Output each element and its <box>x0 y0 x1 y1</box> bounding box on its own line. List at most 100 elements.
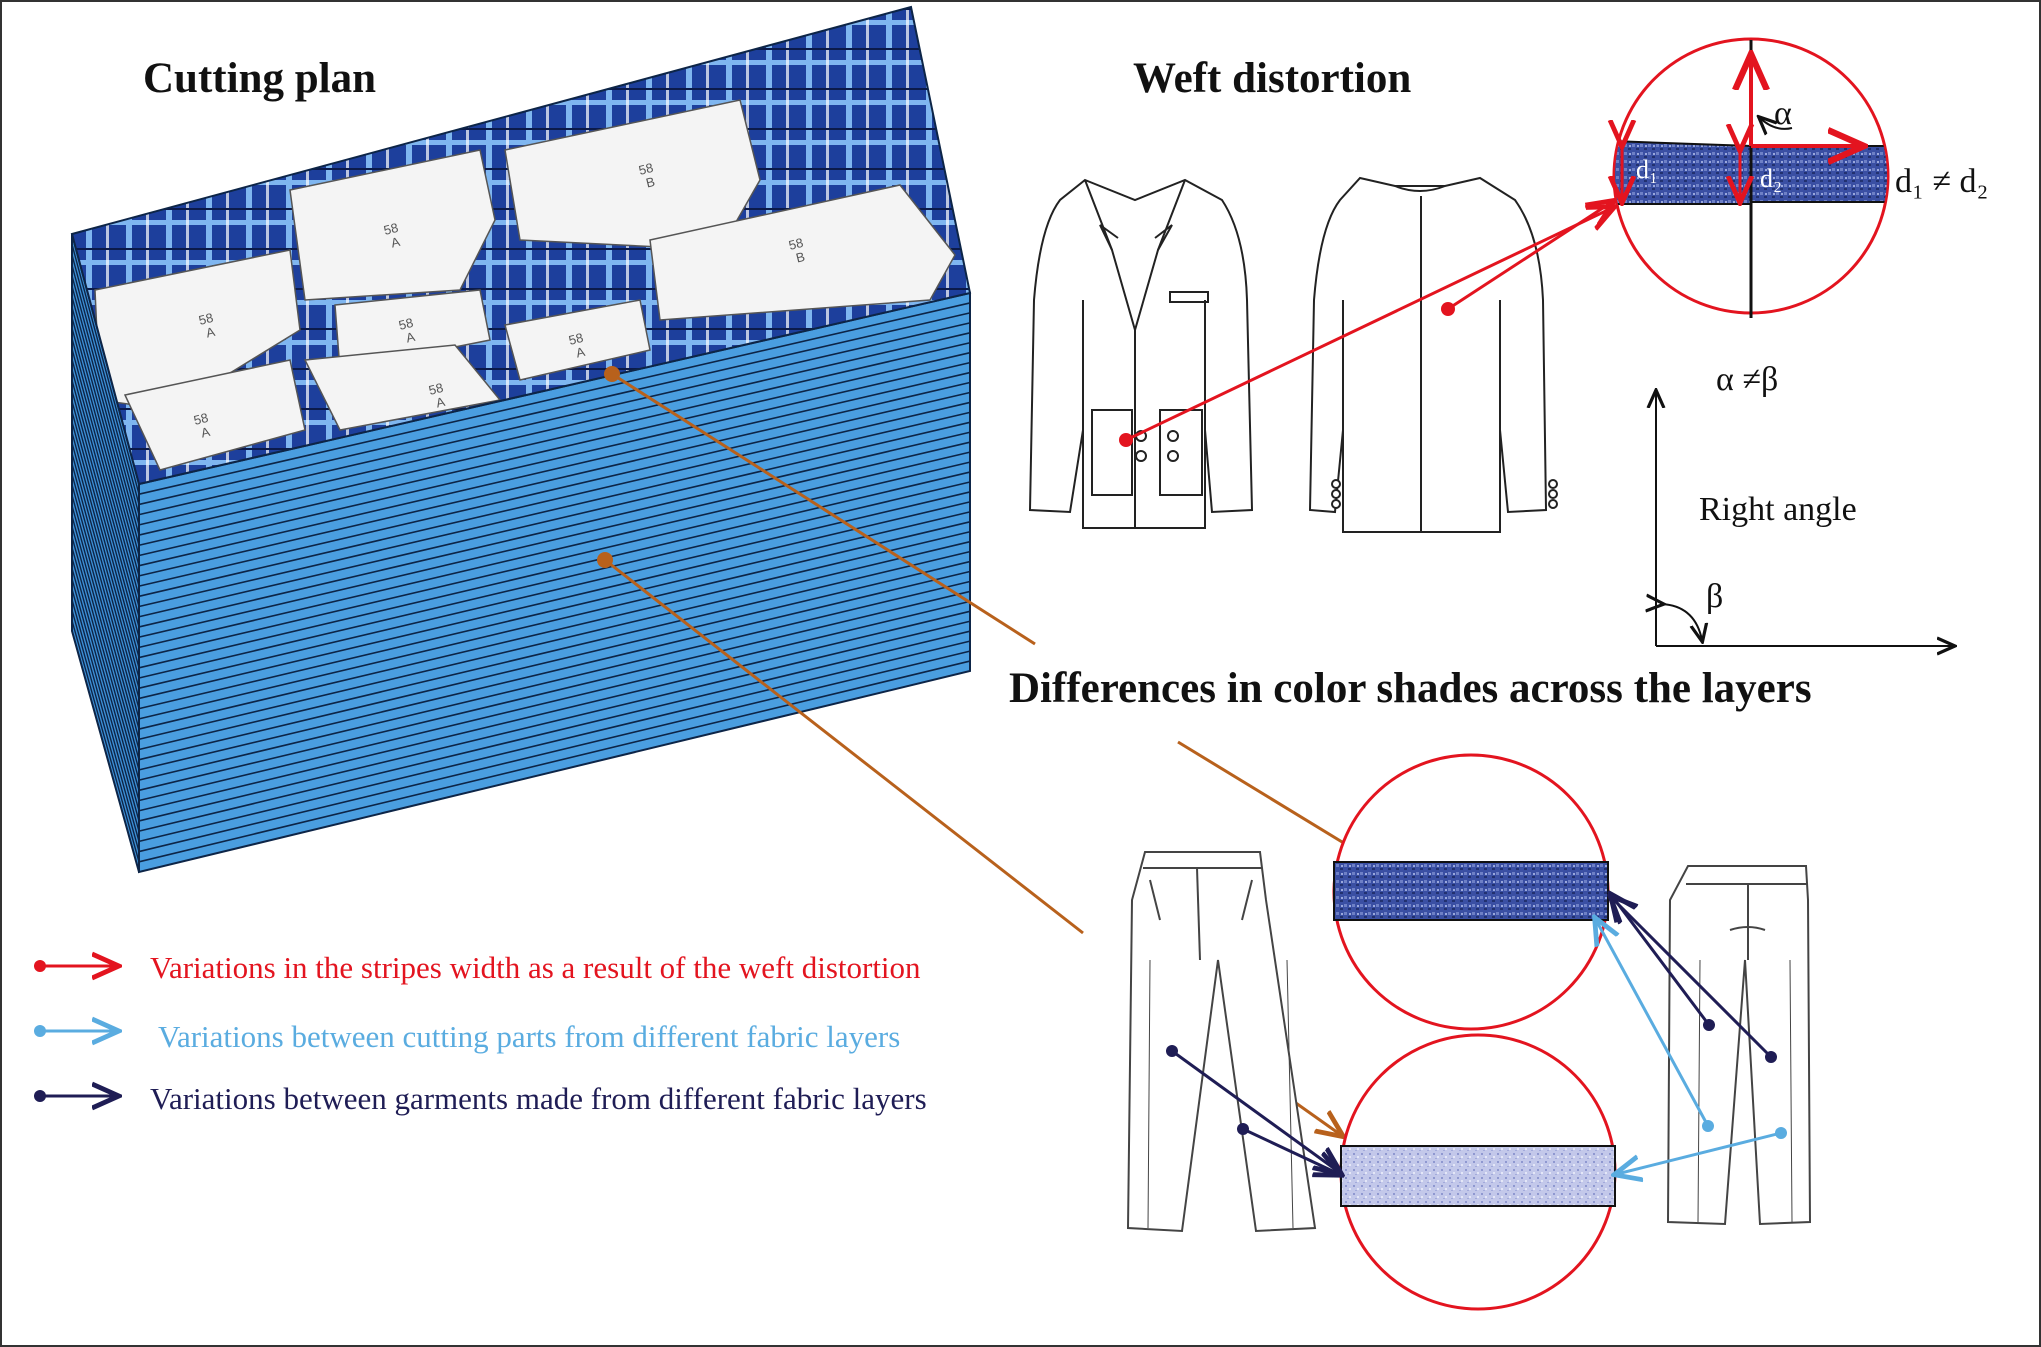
d2-label: d₂ <box>1760 164 1782 193</box>
layer-line <box>71 400 140 648</box>
legend-item-weft: Variations in the stripes width as a res… <box>34 950 921 985</box>
pattern-size-label: 58 <box>192 410 210 428</box>
pattern-piece <box>123 359 306 471</box>
layer-line <box>71 369 140 617</box>
layer-line <box>138 421 971 618</box>
legend-label-cutting-parts: Variations between cutting parts from di… <box>158 1019 900 1054</box>
layer-line <box>138 660 971 863</box>
legend-label-garments: Variations between garments made from di… <box>150 1081 927 1116</box>
layer-line <box>71 254 140 505</box>
layer-line <box>138 341 971 536</box>
pattern-piece <box>303 344 502 431</box>
layer-line <box>138 550 971 751</box>
layer-line <box>138 471 971 669</box>
layer-line <box>138 461 971 659</box>
layer-line <box>71 338 140 587</box>
layer-line <box>71 432 140 679</box>
jacket-front-sketch <box>1028 178 1254 529</box>
weft-pointers <box>1119 202 1612 447</box>
d-inequality-label: d₁ ≠ d₂ <box>1895 163 1988 200</box>
pattern-size-label: 58 <box>427 380 445 398</box>
cutting-plan-title: Cutting plan <box>143 55 376 102</box>
shade-circle-dark <box>1332 753 1610 1031</box>
layer-line <box>138 511 971 710</box>
layer-line <box>138 332 971 526</box>
layer-line <box>71 265 140 515</box>
layer-line <box>71 359 140 607</box>
layer-line <box>71 526 140 771</box>
layer-line <box>71 442 140 689</box>
layer-line <box>138 650 971 853</box>
layer-line <box>71 411 140 658</box>
layer-line <box>138 530 971 730</box>
layer-line <box>71 348 140 597</box>
layer-line <box>71 327 140 577</box>
layer-line <box>71 463 140 709</box>
pattern-piece-letter: A <box>204 324 216 341</box>
pattern-piece <box>334 289 491 371</box>
weft-distortion-title: Weft distortion <box>1133 55 1411 102</box>
shade-circle-light <box>1339 1033 1617 1311</box>
d1-label: d₁ <box>1636 155 1658 184</box>
layer-line <box>71 536 140 781</box>
layer-line <box>138 351 971 547</box>
layer-line <box>138 451 971 649</box>
layer-line <box>138 630 971 832</box>
layer-line <box>138 312 971 506</box>
layer-line <box>71 620 140 862</box>
pattern-piece-letter: A <box>389 234 401 251</box>
layer-line <box>71 380 140 628</box>
legend: Variations in the stripes width as a res… <box>34 950 927 1116</box>
orange-dot-front <box>597 552 613 568</box>
pattern-piece-letter: A <box>199 424 211 441</box>
pattern-piece-letter: A <box>404 329 416 346</box>
orange-connectors <box>597 366 1370 1135</box>
layer-line <box>138 590 971 792</box>
layer-line <box>138 302 971 495</box>
layer-line <box>138 620 971 822</box>
pattern-piece-letter: B <box>794 249 806 266</box>
stack-left-layer-lines <box>71 244 140 862</box>
layer-line <box>71 578 140 822</box>
beta-label: β <box>1706 578 1723 615</box>
layer-line <box>138 560 971 761</box>
layer-line <box>71 286 140 536</box>
weft-detail-circle: α d₁ d₂ <box>1610 37 1890 318</box>
layer-line <box>138 570 971 771</box>
layer-line <box>138 540 971 741</box>
layer-line <box>71 244 140 495</box>
right-angle-axes: Right angle β <box>1656 392 1953 646</box>
alpha-label: α <box>1774 95 1792 132</box>
layer-line <box>138 640 971 843</box>
orange-dot-top <box>604 366 620 382</box>
pattern-piece <box>649 184 956 321</box>
layer-line <box>138 401 971 598</box>
pattern-piece <box>289 149 496 301</box>
pattern-piece-letter: A <box>574 344 586 361</box>
layer-line <box>138 361 971 557</box>
legend-item-cutting-parts: Variations between cutting parts from di… <box>34 1019 900 1054</box>
layer-line <box>71 547 140 791</box>
layer-line <box>71 599 140 842</box>
layer-line <box>71 421 140 668</box>
garment-arrows <box>1166 896 1787 1174</box>
pattern-size-label: 58 <box>197 310 215 328</box>
pattern-size-label: 58 <box>637 160 655 178</box>
layer-line <box>71 474 140 720</box>
right-angle-label: Right angle <box>1699 491 1857 528</box>
layer-line <box>138 610 971 812</box>
layer-line <box>138 381 971 577</box>
pattern-piece <box>504 99 761 251</box>
layer-line <box>71 453 140 699</box>
layer-line <box>138 491 971 689</box>
layer-line <box>71 568 140 811</box>
pattern-size-label: 58 <box>567 330 585 348</box>
layer-line <box>71 275 140 526</box>
layer-line <box>138 580 971 781</box>
layer-line <box>71 494 140 740</box>
layer-line <box>71 557 140 801</box>
pattern-piece <box>504 299 651 381</box>
